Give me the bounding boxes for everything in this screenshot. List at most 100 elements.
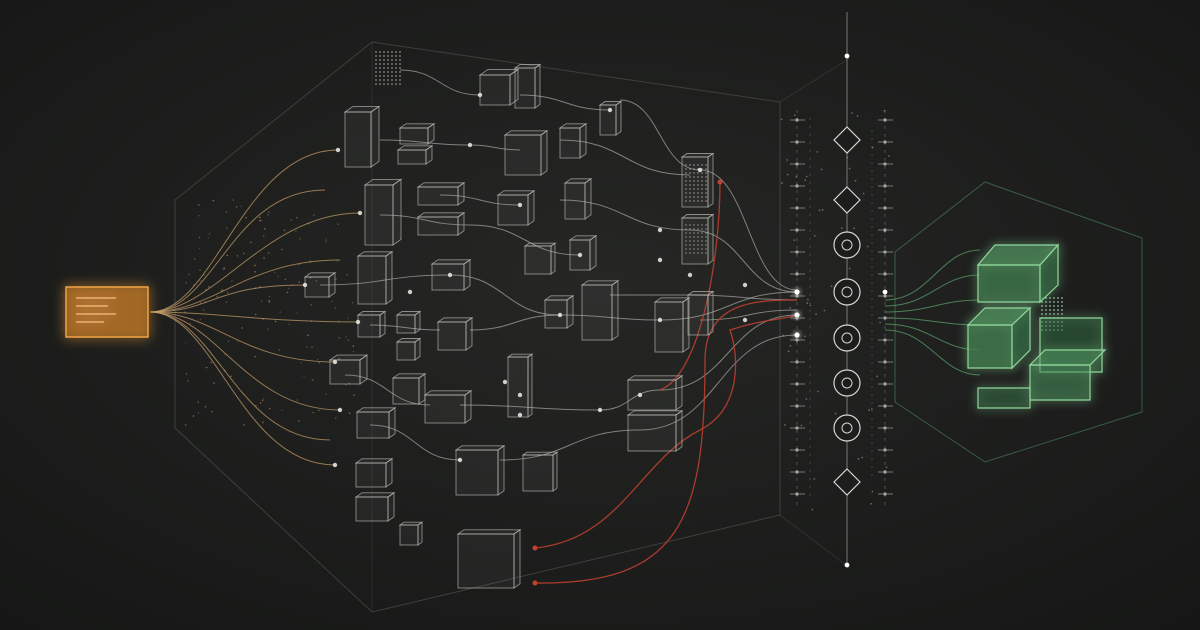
box-front xyxy=(396,314,416,334)
box-side xyxy=(392,178,402,246)
box-side xyxy=(425,144,433,165)
grid-dot xyxy=(701,240,703,242)
grid-dot xyxy=(387,83,389,85)
module-box xyxy=(395,337,422,361)
scatter-dot xyxy=(857,457,860,460)
grid-dot xyxy=(1053,305,1055,307)
module-box xyxy=(626,409,684,452)
red-node xyxy=(532,580,538,586)
circle-shape xyxy=(833,278,861,306)
grid-dot xyxy=(391,55,393,57)
grid-dot xyxy=(1061,301,1063,303)
box-side xyxy=(540,129,548,176)
scatter-dot xyxy=(184,424,187,426)
box-side xyxy=(457,181,465,206)
module-box xyxy=(496,189,536,226)
scatter-dot xyxy=(345,383,347,386)
grid-dot xyxy=(383,63,385,65)
box-front xyxy=(437,321,467,351)
scatter-dot xyxy=(202,309,205,311)
module-box xyxy=(680,152,715,208)
scatter-dot xyxy=(853,227,856,230)
scatter-dot xyxy=(309,260,312,263)
scatter-dot xyxy=(198,236,201,239)
scatter-dot xyxy=(846,156,849,159)
scatter-dot xyxy=(185,281,187,284)
node-dot xyxy=(302,282,308,288)
scatter-dot xyxy=(787,350,790,353)
grid-dot xyxy=(399,63,401,65)
grid-dot xyxy=(697,176,699,178)
grid-dot xyxy=(693,240,695,242)
scatter-dot xyxy=(338,320,340,323)
scatter-dot xyxy=(298,420,300,422)
node-dot xyxy=(407,289,413,295)
module-boxes xyxy=(303,63,715,589)
module-box xyxy=(543,294,575,329)
scatter-dot xyxy=(786,159,789,161)
red-path xyxy=(534,314,798,549)
box-top xyxy=(626,375,684,381)
node-dot xyxy=(335,147,341,153)
connection-curve xyxy=(689,229,798,293)
scatter-dot xyxy=(290,219,292,221)
scatter-dot xyxy=(806,298,809,301)
fan-line xyxy=(149,259,341,313)
grid-dot xyxy=(689,248,691,250)
scatter-dot xyxy=(793,114,796,116)
grid-dot xyxy=(399,55,401,57)
scatter-dot xyxy=(883,109,886,112)
rail-node xyxy=(844,53,850,59)
scatter-dot xyxy=(262,235,265,237)
grid-dot xyxy=(685,200,687,202)
diamond-marker-icon xyxy=(833,468,861,496)
scatter-dot xyxy=(243,423,245,426)
red-node xyxy=(717,179,723,185)
grid-dot xyxy=(685,172,687,174)
module-box xyxy=(686,290,715,336)
scatter-dot xyxy=(187,380,189,382)
circle-shape xyxy=(833,414,861,442)
scatter-dot xyxy=(259,402,262,404)
scatter-dot xyxy=(262,318,265,320)
grid-dot xyxy=(701,248,703,250)
grid-dot xyxy=(379,79,381,81)
node-dot xyxy=(742,282,748,288)
module-box xyxy=(478,68,520,106)
grid-dot xyxy=(689,172,691,174)
module-box xyxy=(356,250,394,305)
grid-dot xyxy=(685,176,687,178)
grid-dot xyxy=(705,228,707,230)
scatter-dot xyxy=(287,287,290,290)
box-side xyxy=(370,105,380,168)
scatter-dot xyxy=(277,275,279,277)
grid-dot xyxy=(379,67,381,69)
box-side xyxy=(414,310,421,334)
box-side xyxy=(379,310,386,338)
module-box xyxy=(523,242,557,275)
connection-curve xyxy=(519,94,611,111)
grid-dot xyxy=(697,248,699,250)
connection-curve xyxy=(559,199,691,231)
scatter-dot xyxy=(208,233,211,235)
module-box xyxy=(513,63,542,109)
grid-dot xyxy=(689,164,691,166)
scatter-dot xyxy=(260,300,263,302)
grid-dot xyxy=(383,71,385,73)
scatter-dot xyxy=(306,346,308,348)
grid-dot xyxy=(685,168,687,170)
grid-dot xyxy=(693,172,695,174)
scatter-dot xyxy=(260,219,263,222)
scatter-dot xyxy=(254,313,257,316)
scatter-dot xyxy=(242,252,245,255)
scatter-dot xyxy=(805,175,808,178)
scatter-dot xyxy=(345,336,348,338)
grid-dot xyxy=(383,67,385,69)
scatter-dot xyxy=(235,205,238,208)
module-box xyxy=(503,129,549,176)
diamond-shape xyxy=(833,468,861,496)
grid-dot xyxy=(705,176,707,178)
scatter-dot xyxy=(199,318,202,321)
scatter-dot xyxy=(861,456,864,459)
